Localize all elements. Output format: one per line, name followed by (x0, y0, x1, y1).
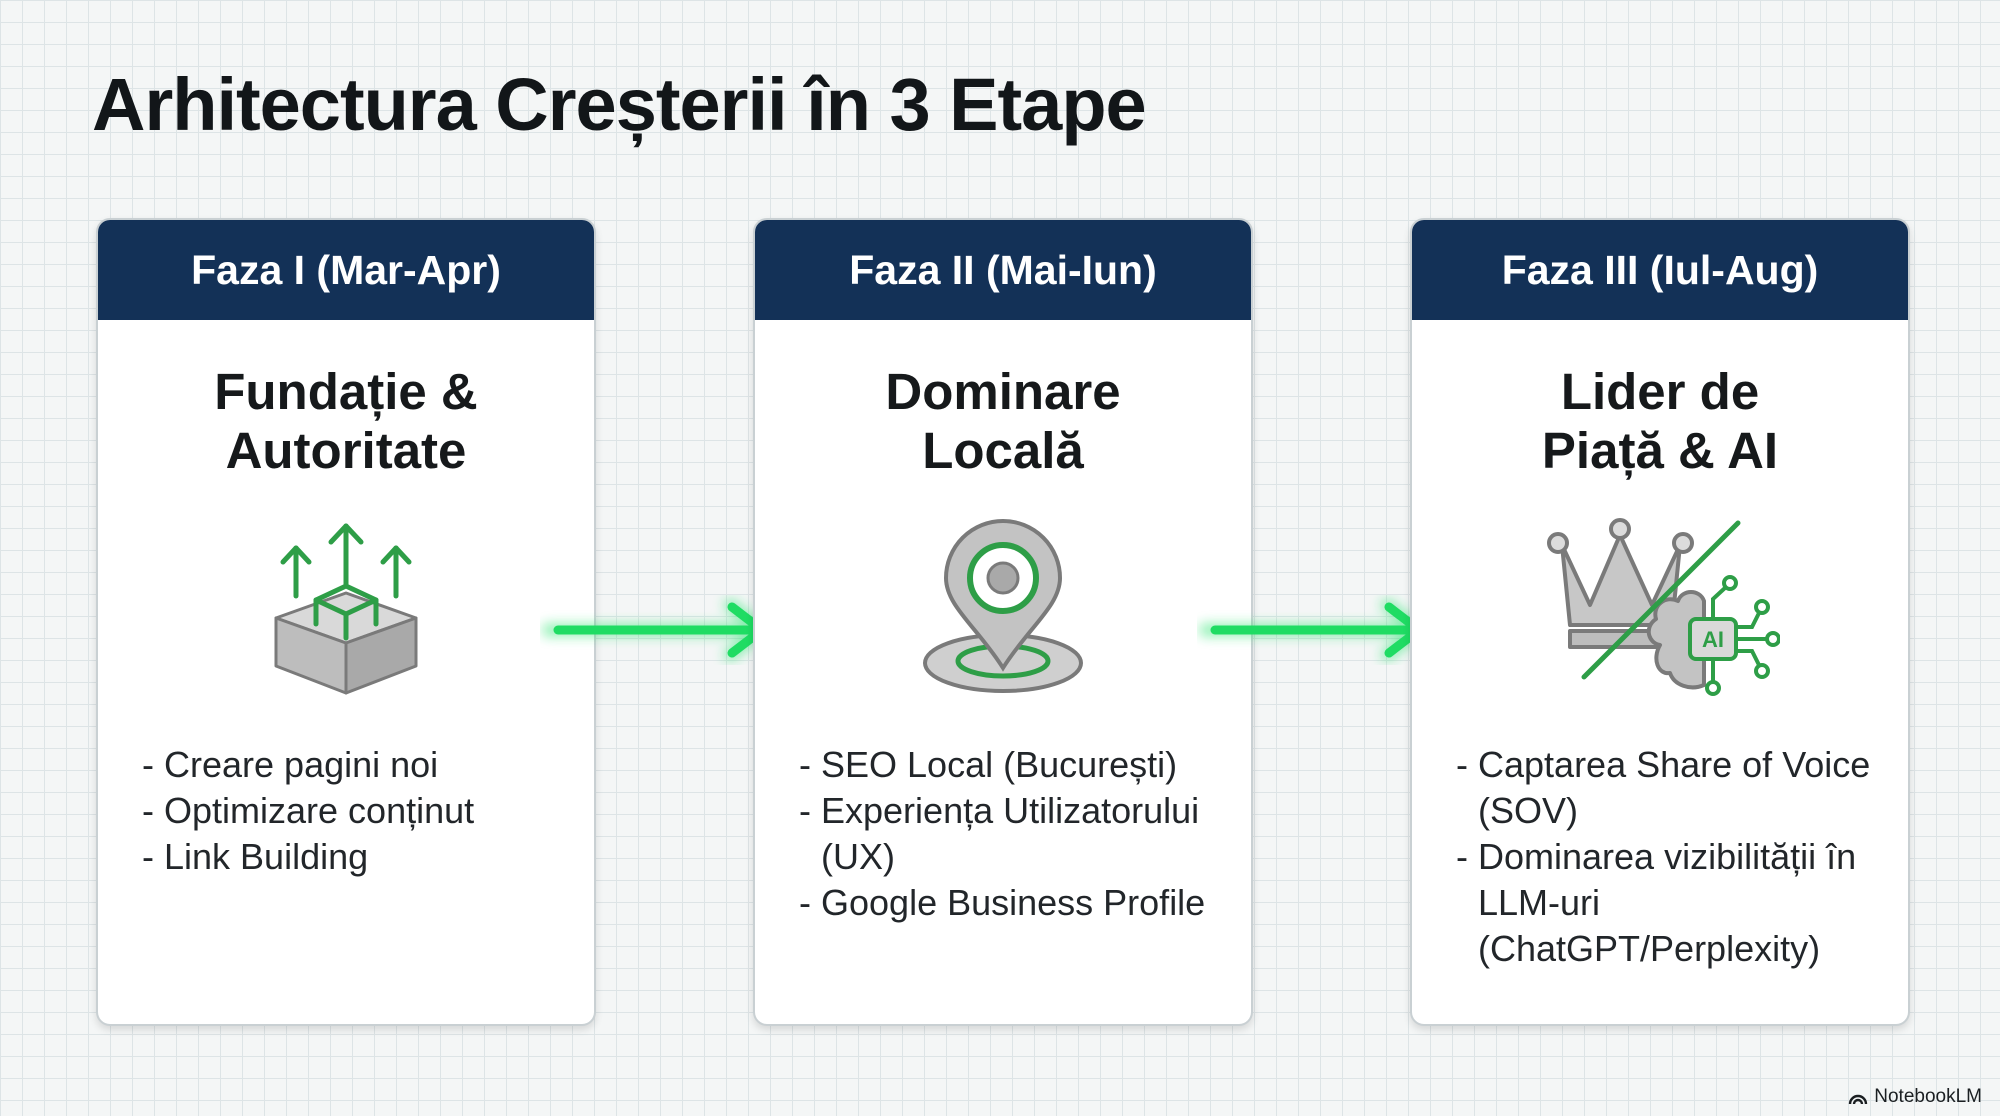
svg-text:AI: AI (1702, 627, 1724, 652)
bullet-item: Google Business Profile (799, 880, 1231, 926)
phase-title: Dominare Locală (885, 363, 1121, 479)
notebooklm-logo-icon (1849, 1094, 1868, 1105)
brand-name: NotebookLM (1874, 1086, 1982, 1107)
phase-bullets: Creare pagini noi Optimizare conținut Li… (142, 742, 574, 880)
phase-header: Faza II (Mai-Iun) (755, 220, 1251, 320)
arrow-right-icon (1199, 599, 1425, 661)
phase-card-1: Faza I (Mar-Apr) Fundație & Autoritate (96, 218, 596, 1026)
growth-box-icon (274, 523, 418, 694)
bullet-item: SEO Local (București) (799, 742, 1231, 788)
phase-title: Fundație & Autoritate (214, 363, 478, 479)
phase-header: Faza I (Mar-Apr) (98, 220, 594, 320)
page-title: Arhitectura Creșterii în 3 Etape (92, 63, 1147, 146)
location-pin-icon (923, 518, 1083, 693)
bullet-item: Optimizare conținut (142, 788, 574, 834)
phase-card-3: Faza III (Iul-Aug) Lider de Piață & AI A… (1410, 218, 1910, 1026)
crown-ai-icon: AI (1547, 518, 1780, 696)
phase-card-2: Faza II (Mai-Iun) Dominare Locală SEO Lo… (753, 218, 1253, 1026)
arrow-right-icon (542, 599, 768, 661)
bullet-item: Experiența Utilizatorului (UX) (799, 788, 1231, 880)
brand-logo: NotebookLM (1848, 1086, 1982, 1108)
bullet-item: Dominarea vizibilității în LLM-uri (Chat… (1456, 834, 1888, 972)
bullet-item: Captarea Share of Voice (SOV) (1456, 742, 1888, 834)
phase-bullets: Captarea Share of Voice (SOV) Dominarea … (1456, 742, 1888, 972)
phase-bullets: SEO Local (București) Experiența Utiliza… (799, 742, 1231, 926)
phase-title: Lider de Piață & AI (1541, 363, 1779, 479)
bullet-item: Link Building (142, 834, 574, 880)
phase-header: Faza III (Iul-Aug) (1412, 220, 1908, 320)
bullet-item: Creare pagini noi (142, 742, 574, 788)
